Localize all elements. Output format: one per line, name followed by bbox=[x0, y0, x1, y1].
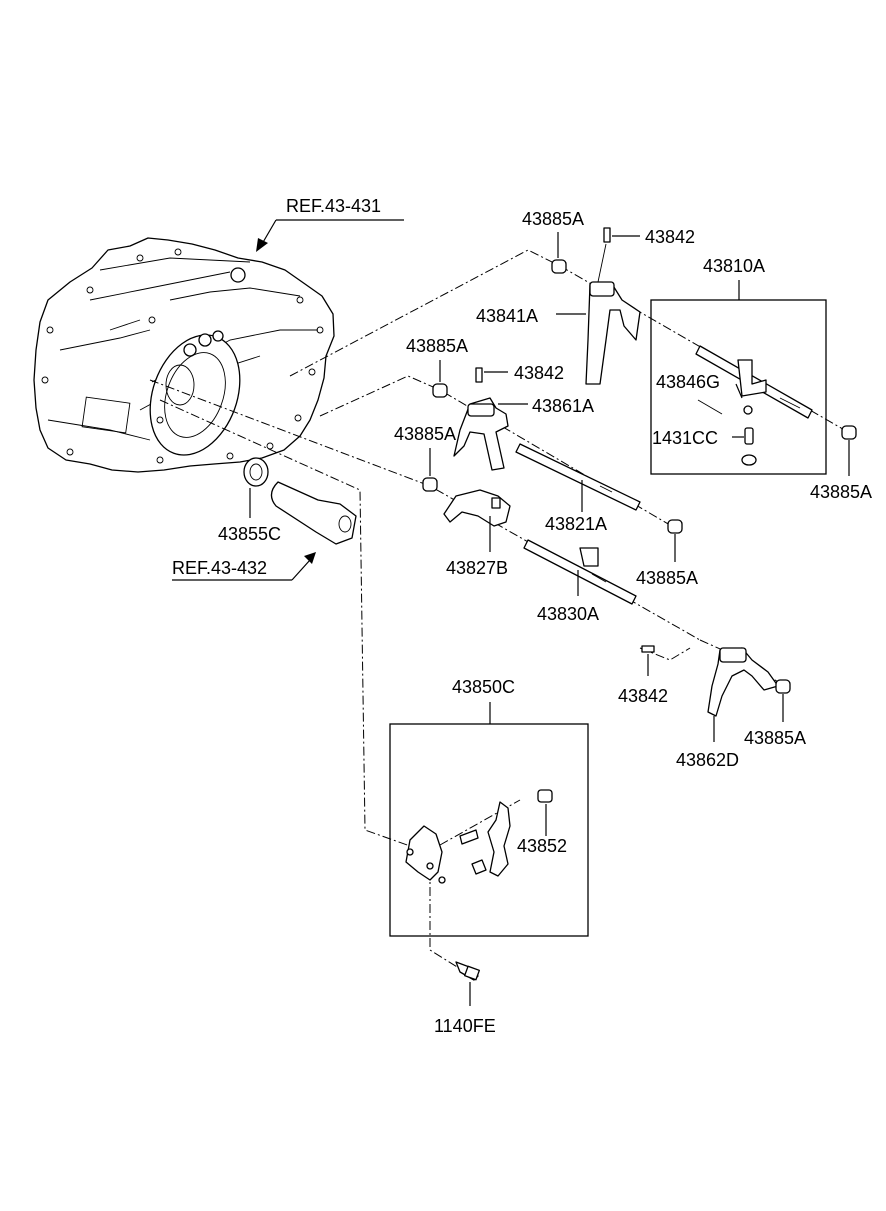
label-43852: 43852 bbox=[517, 836, 567, 856]
ref-43-432-label: REF.43-432 bbox=[172, 558, 267, 578]
ref-arrow-icon bbox=[304, 552, 316, 564]
part-1140FE: 1140FE bbox=[434, 961, 496, 1036]
label-43842-mid: 43842 bbox=[514, 363, 564, 383]
part-43885A-bottom: 43885A bbox=[744, 679, 806, 748]
part-43885A-top: 43885A bbox=[522, 209, 584, 274]
transmission-case bbox=[33, 237, 335, 473]
assembly-43810A: 43810A 43846G 1431CC bbox=[650, 256, 827, 475]
label-43885A-right: 43885A bbox=[810, 482, 872, 502]
part-43842-mid: 43842 bbox=[475, 363, 564, 383]
part-43842-low: 43842 bbox=[618, 645, 668, 706]
part-43821A: 43821A bbox=[515, 443, 641, 534]
part-43885A-low: 43885A bbox=[394, 424, 456, 492]
label-43885A-low: 43885A bbox=[394, 424, 456, 444]
label-43861A: 43861A bbox=[532, 396, 594, 416]
label-43821A: 43821A bbox=[545, 514, 607, 534]
part-43885A-mid2: 43885A bbox=[636, 519, 698, 588]
label-43885A-mid1: 43885A bbox=[406, 336, 468, 356]
label-43850C: 43850C bbox=[452, 677, 515, 697]
label-43841A: 43841A bbox=[476, 306, 538, 326]
label-43846G: 43846G bbox=[656, 372, 720, 392]
part-43862D: 43862D bbox=[676, 647, 779, 770]
label-43842-top: 43842 bbox=[645, 227, 695, 247]
label-43885A-top: 43885A bbox=[522, 209, 584, 229]
label-1431CC: 1431CC bbox=[652, 428, 718, 448]
part-43827B: 43827B bbox=[443, 489, 511, 578]
label-43855C: 43855C bbox=[218, 524, 281, 544]
label-43885A-bottom: 43885A bbox=[744, 728, 806, 748]
ref-43-431-label: REF.43-431 bbox=[286, 196, 381, 216]
label-43830A: 43830A bbox=[537, 604, 599, 624]
part-43885A-right: 43885A bbox=[810, 425, 872, 502]
part-43830A: 43830A bbox=[523, 539, 637, 624]
input-shaft-ref: REF.43-432 bbox=[172, 481, 357, 581]
label-43862D: 43862D bbox=[676, 750, 739, 770]
part-43855C: 43855C bbox=[218, 457, 281, 544]
part-43842-top: 43842 bbox=[597, 227, 695, 283]
ref-43-431: REF.43-431 bbox=[256, 196, 404, 252]
label-43810A: 43810A bbox=[703, 256, 765, 276]
label-1140FE: 1140FE bbox=[434, 1016, 496, 1036]
label-43842-low: 43842 bbox=[618, 686, 668, 706]
part-43861A: 43861A bbox=[453, 396, 594, 471]
ref-arrow-icon bbox=[256, 238, 268, 252]
part-43885A-mid1: 43885A bbox=[406, 336, 468, 398]
label-43885A-mid2: 43885A bbox=[636, 568, 698, 588]
assembly-43850C: 43850C 43852 bbox=[389, 677, 589, 937]
part-43841A: 43841A bbox=[476, 281, 641, 385]
label-43827B: 43827B bbox=[446, 558, 508, 578]
